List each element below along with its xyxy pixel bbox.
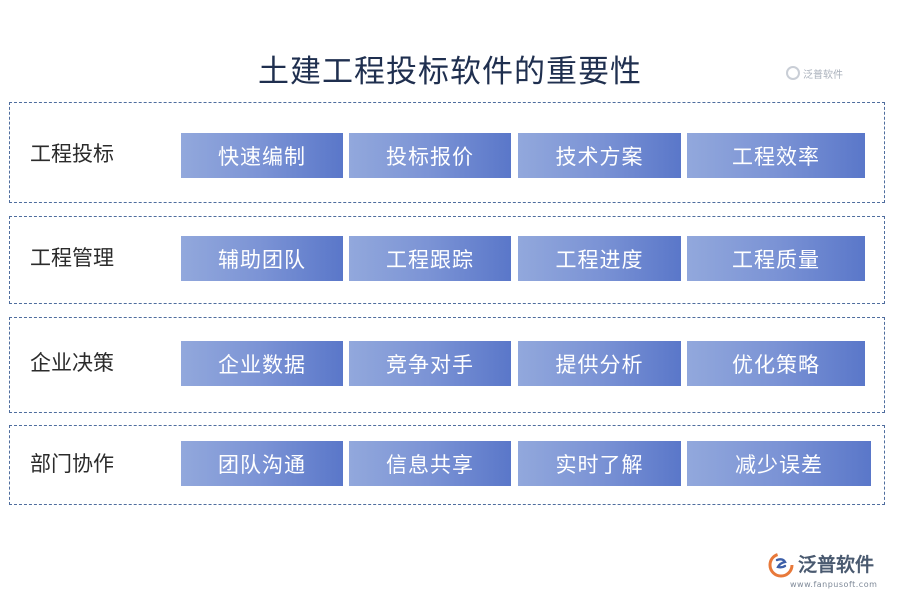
watermark-logo: 泛普软件 [786,64,843,82]
cell: 实时了解 [518,441,681,486]
cell: 工程跟踪 [349,236,511,281]
cell: 技术方案 [518,133,681,178]
cell: 工程进度 [518,236,681,281]
row-decision [9,317,885,413]
cell: 信息共享 [349,441,511,486]
row-label: 部门协作 [30,452,114,476]
cell: 辅助团队 [181,236,343,281]
footer-logo: 泛普软件 [768,552,874,578]
row-bidding [9,102,885,203]
logo-icon [786,66,800,80]
row-management [9,216,885,304]
cell: 工程质量 [687,236,865,281]
row-label: 工程管理 [30,246,114,270]
row-label: 工程投标 [30,142,114,166]
cell: 快速编制 [181,133,343,178]
cell: 优化策略 [687,341,865,386]
row-label: 企业决策 [30,351,114,375]
cell: 减少误差 [687,441,871,486]
row-collaboration [9,425,885,505]
cell: 团队沟通 [181,441,343,486]
cell: 提供分析 [518,341,681,386]
cell: 竞争对手 [349,341,511,386]
footer-logo-brand: 泛普软件 [798,553,875,576]
watermark-logo-text: 泛普软件 [803,69,843,81]
page-title: 土建工程投标软件的重要性 [258,54,642,90]
footer-logo-url: www.fanpusoft.com [790,580,878,589]
cell: 工程效率 [687,133,865,178]
logo-icon [768,552,794,578]
cell: 投标报价 [349,133,511,178]
cell: 企业数据 [181,341,343,386]
